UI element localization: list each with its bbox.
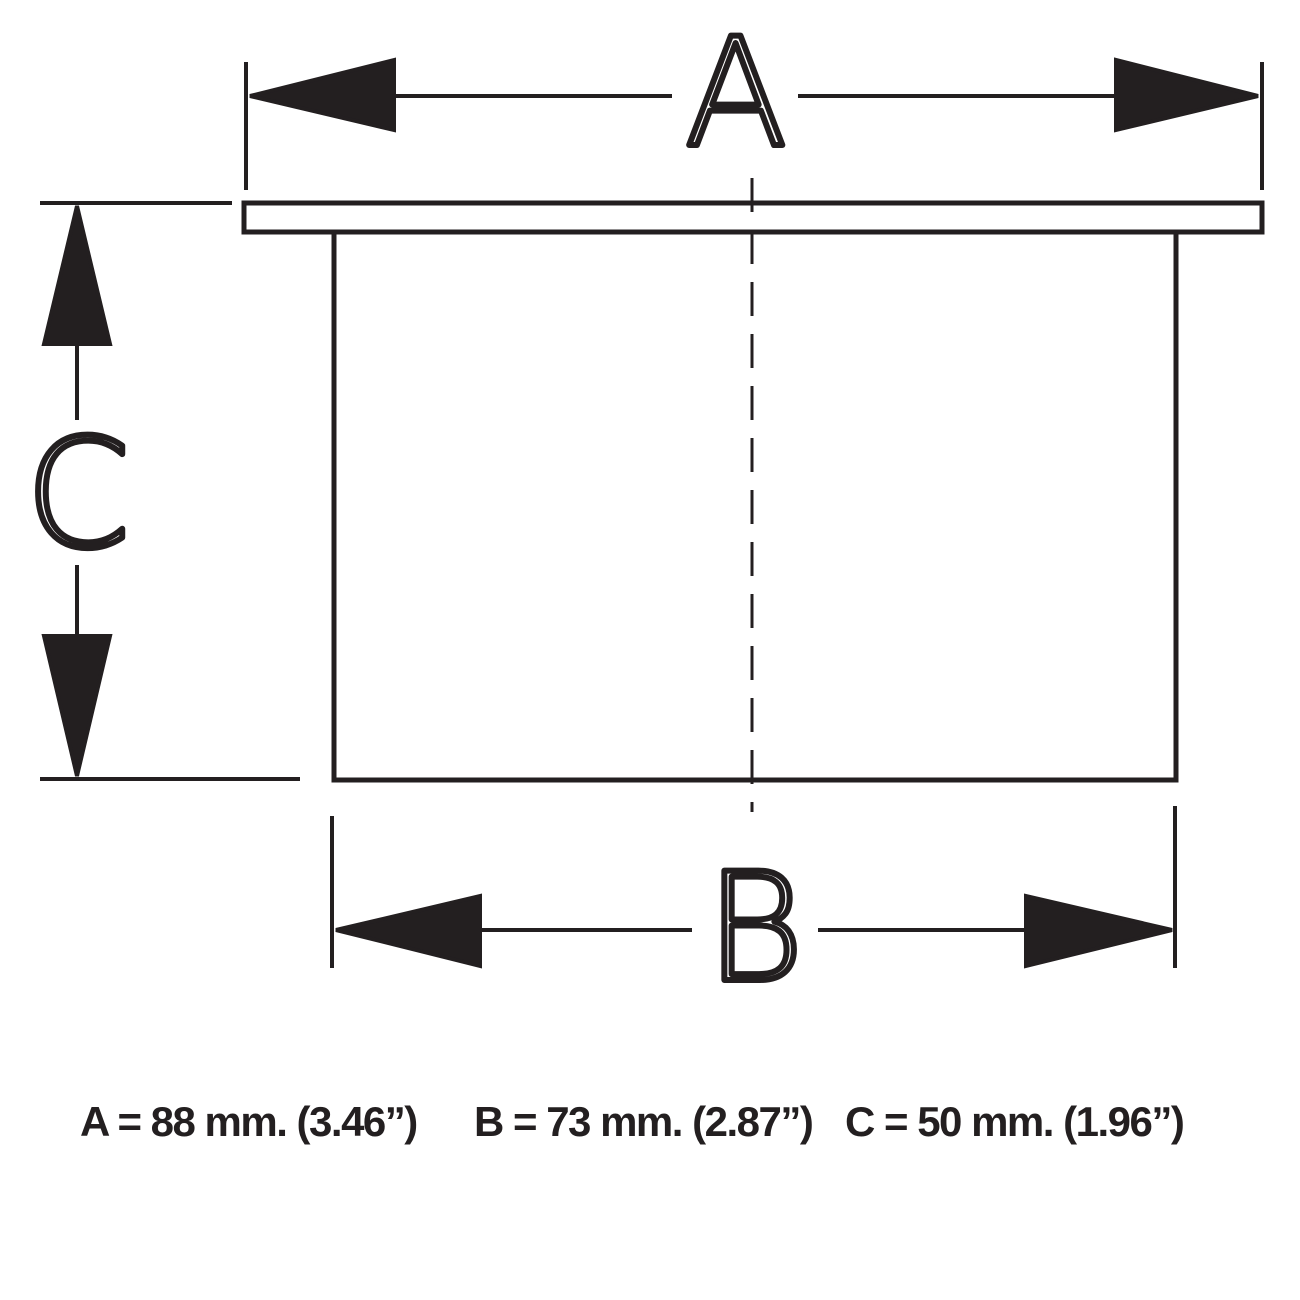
dimension-values: A = 88 mm. (3.46”) B = 73 mm. (2.87”) C … bbox=[0, 1098, 1300, 1158]
dimension-a bbox=[244, 57, 1264, 190]
dimension-b-left-arrow bbox=[335, 893, 482, 969]
label-a: A bbox=[685, 7, 788, 181]
label-c: C bbox=[26, 408, 131, 582]
dimension-a-right-arrow bbox=[1114, 57, 1259, 133]
dimension-b bbox=[330, 806, 1177, 969]
dimension-c-bottom-arrow bbox=[41, 634, 113, 777]
dimension-a-left-arrow bbox=[249, 57, 396, 133]
label-b: B bbox=[706, 842, 804, 1016]
dimension-b-value: B = 73 mm. (2.87”) bbox=[474, 1098, 814, 1145]
dimension-b-right-arrow bbox=[1024, 893, 1173, 969]
dimension-c bbox=[40, 201, 300, 781]
dimension-c-top-arrow bbox=[41, 205, 113, 346]
dimension-c-value: C = 50 mm. (1.96”) bbox=[845, 1098, 1185, 1145]
body bbox=[331, 234, 1179, 783]
dimension-a-value: A = 88 mm. (3.46”) bbox=[80, 1098, 418, 1145]
